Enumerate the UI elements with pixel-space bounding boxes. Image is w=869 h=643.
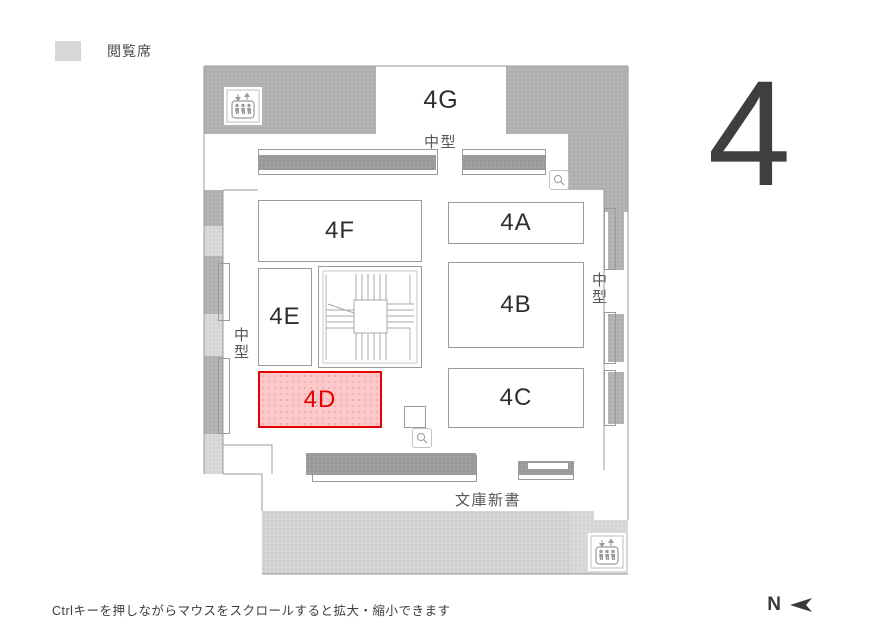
stairs-icon — [318, 266, 422, 368]
shelf-outline-top-right — [462, 149, 546, 175]
elevator-glyph — [590, 535, 624, 569]
wall-left-seg-1 — [204, 190, 223, 226]
floor-number: 4 — [707, 49, 791, 217]
room-4D-label: 4D — [303, 385, 337, 413]
wall-right-seg-2 — [608, 314, 624, 362]
wall-right-seg-3 — [608, 372, 624, 424]
room-4D[interactable]: 4D — [258, 371, 382, 428]
label-chugata-left: 中型 — [232, 327, 249, 361]
legend-label: 閲覧席 — [107, 43, 152, 59]
wall-bottom-left-step — [204, 434, 223, 474]
shelf-outline-right-2 — [604, 312, 616, 364]
room-4C-label: 4C — [499, 384, 533, 411]
room-4E-label: 4E — [269, 303, 301, 330]
room-4G-label: 4G — [423, 85, 459, 114]
wall-top-right — [506, 66, 628, 134]
legend-swatch — [55, 41, 81, 61]
room-4A[interactable]: 4A — [448, 202, 584, 244]
room-4A-label: 4A — [500, 209, 532, 236]
shelf-top-left — [258, 155, 436, 170]
compass-north-label: N — [767, 594, 781, 615]
wall-right-seg-1 — [608, 212, 624, 270]
label-chugata-right: 中型 — [590, 272, 607, 306]
room-4G[interactable]: 4G — [376, 66, 506, 134]
magnifier-icon-top[interactable] — [549, 170, 569, 190]
compass-arrow-icon — [790, 598, 812, 612]
label-bunko-shinsho: 文庫新書 — [455, 492, 522, 509]
floor-map[interactable]: 4G 中型 4F 4E — [0, 0, 869, 600]
shelf-outline-right-3 — [604, 370, 616, 426]
magnifier-icon-bottom[interactable] — [412, 428, 432, 448]
elevator-icon-top[interactable] — [224, 87, 262, 125]
room-4C[interactable]: 4C — [448, 368, 584, 428]
search-icon — [553, 174, 564, 185]
search-icon — [416, 432, 427, 443]
reading-seat-area-bottom — [262, 511, 570, 574]
shelf-top-right — [463, 155, 545, 170]
wall-right-upper-notch — [604, 190, 628, 212]
label-chugata-top: 中型 — [424, 134, 458, 151]
shelf-outline-left-upper — [218, 263, 230, 321]
compass: N — [767, 594, 814, 616]
wall-top-right-lower — [568, 134, 628, 190]
room-4F[interactable]: 4F — [258, 200, 422, 262]
room-4B-label: 4B — [500, 291, 532, 318]
elevator-icon-bottom[interactable] — [588, 533, 626, 571]
shelf-outline-left-lower — [218, 358, 230, 434]
room-4E[interactable]: 4E — [258, 268, 312, 366]
shelf-bottom-right-inner — [528, 463, 568, 469]
shelf-bottom-center — [306, 453, 476, 475]
small-room-box[interactable] — [404, 406, 426, 428]
room-4F-label: 4F — [324, 217, 355, 244]
wall-left-seg-2 — [204, 226, 223, 256]
shelf-outline-right-1 — [604, 208, 616, 270]
room-4B[interactable]: 4B — [448, 262, 584, 348]
zoom-hint-text: Ctrlキーを押しながらマウスをスクロールすると拡大・縮小できます — [52, 604, 451, 618]
elevator-glyph — [226, 89, 260, 123]
legend: 閲覧席 — [55, 41, 152, 61]
wall-left-seg-4 — [204, 314, 223, 356]
